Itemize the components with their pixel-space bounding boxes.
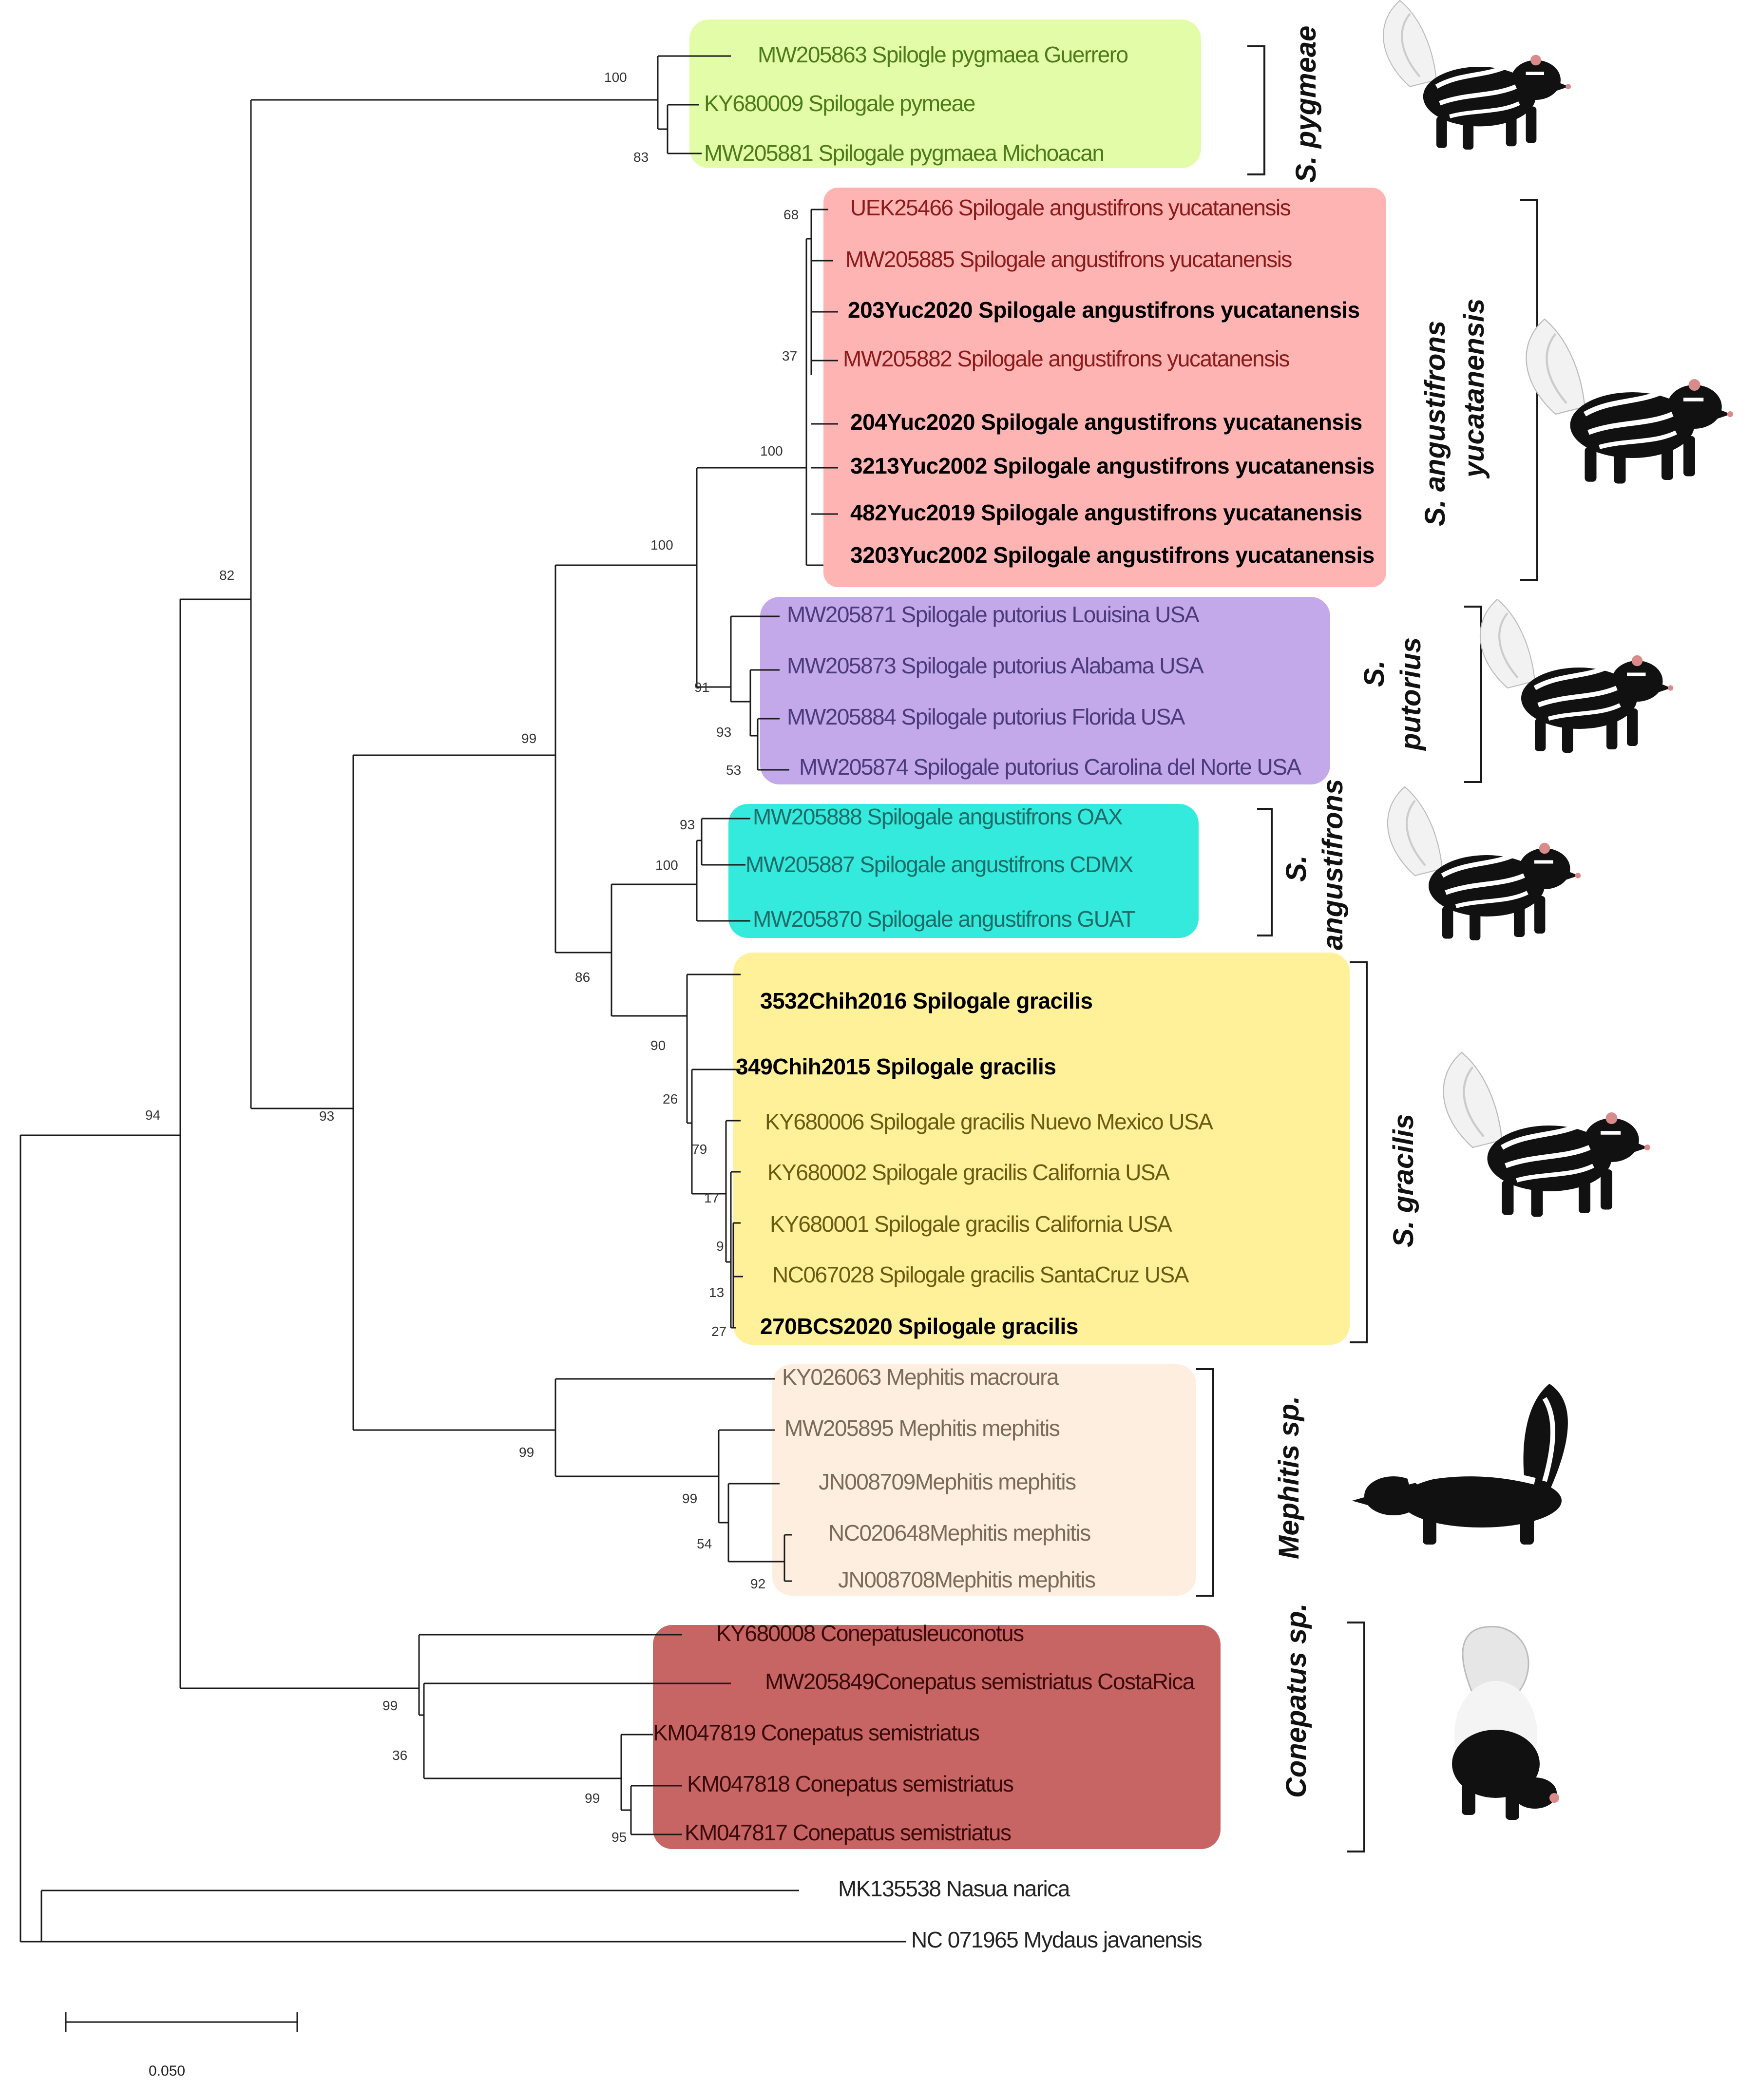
support-value: 100	[604, 70, 627, 85]
spotted-skunk-icon	[1443, 1052, 1650, 1217]
support-value: 92	[750, 1576, 765, 1591]
support-value: 99	[382, 1698, 398, 1713]
support-value: 13	[709, 1285, 724, 1300]
support-value: 99	[585, 1791, 600, 1806]
clade-label-yucatanensis-line2: yucatanensis	[1458, 298, 1490, 479]
support-value: 17	[704, 1190, 719, 1205]
spotted-skunk-icon	[1388, 787, 1581, 940]
leaf-label: 204Yuc2020 Spilogale angustifrons yucata…	[850, 409, 1362, 435]
leaf-label: MW205887 Spilogale angustifrons CDMX	[745, 852, 1133, 877]
leaf-labels: MW205863 Spilogle pygmaea Guerrero KY680…	[653, 42, 1375, 1952]
leaf-label: 482Yuc2019 Spilogale angustifrons yucata…	[850, 500, 1362, 525]
clade-label-putorius-line1: S.	[1358, 660, 1390, 687]
leaf-label: NC020648Mephitis mephitis	[828, 1520, 1090, 1546]
clade-box-pygmeae	[689, 19, 1201, 168]
leaf-label: KY680006 Spilogale gracilis Nuevo Mexico…	[765, 1109, 1213, 1134]
leaf-label: KY026063 Mephitis macroura	[782, 1364, 1059, 1390]
support-value: 100	[655, 858, 678, 873]
support-value: 68	[783, 207, 799, 222]
clade-box-angustifrons	[728, 804, 1199, 938]
support-value: 100	[760, 443, 783, 458]
support-value: 36	[392, 1748, 407, 1763]
support-value: 37	[782, 348, 797, 363]
leaf-label: MK135538 Nasua narica	[838, 1876, 1070, 1901]
clade-label-mephitis: Mephitis sp.	[1273, 1396, 1305, 1559]
leaf-label: MW205870 Spilogale angustifrons GUAT	[753, 906, 1135, 932]
support-value: 91	[694, 680, 709, 695]
clade-label-conepatus: Conepatus sp.	[1280, 1603, 1312, 1798]
leaf-label: MW205884 Spilogale putorius Florida USA	[787, 704, 1185, 729]
spotted-skunk-icon	[1480, 599, 1673, 753]
clade-label-pygmeae: S. pygmeae	[1290, 26, 1322, 183]
leaf-label: MW205895 Mephitis mephitis	[784, 1415, 1060, 1441]
hog-nosed-skunk-icon	[1452, 1626, 1559, 1820]
leaf-label: NC 071965 Mydaus javanensis	[911, 1927, 1202, 1952]
support-value: 99	[521, 731, 536, 746]
clade-box-conepatus	[653, 1625, 1221, 1849]
support-value: 83	[633, 150, 649, 165]
leaf-label: MW205871 Spilogale putorius Louisina USA	[787, 602, 1200, 627]
support-value: 9	[716, 1239, 724, 1254]
support-values: 100 83 68 37 100 100 91 93 53 93 100 86 …	[145, 70, 799, 1845]
support-value: 93	[319, 1108, 334, 1124]
clade-brackets	[1196, 45, 1538, 1852]
support-value: 100	[650, 537, 673, 553]
leaf-label: 349Chih2015 Spilogale gracilis	[736, 1054, 1056, 1079]
leaf-label: MW205885 Spilogale angustifrons yucatane…	[845, 247, 1292, 272]
clade-label-gracilis: S. gracilis	[1388, 1114, 1419, 1247]
leaf-label: KY680002 Spilogale gracilis California U…	[767, 1160, 1170, 1185]
clade-label-angustifrons-line2: angustifrons	[1317, 779, 1349, 950]
leaf-label: 270BCS2020 Spilogale gracilis	[760, 1314, 1078, 1339]
clade-label-yucatanensis-line1: S. angustifrons	[1419, 321, 1451, 526]
leaf-label: KM047819 Conepatus semistriatus	[653, 1720, 979, 1745]
support-value: 79	[692, 1142, 707, 1157]
spotted-skunk-icon	[1383, 0, 1571, 150]
leaf-label: MW205874 Spilogale putorius Carolina del…	[799, 754, 1301, 780]
support-value: 95	[611, 1830, 627, 1845]
leaf-label: MW205863 Spilogle pygmaea Guerrero	[758, 42, 1128, 67]
clade-label-angustifrons-line1: S.	[1280, 855, 1312, 882]
tree-branches	[19, 55, 906, 1943]
scale-bar: 0.050	[65, 2012, 298, 2079]
leaf-label: KY680009 Spilogale pymeae	[704, 91, 975, 116]
leaf-label: 3213Yuc2002 Spilogale angustifrons yucat…	[850, 453, 1375, 478]
leaf-label: MW205888 Spilogale angustifrons OAX	[753, 804, 1123, 829]
support-value: 90	[650, 1038, 666, 1053]
clade-box-yucatanensis	[823, 188, 1386, 587]
leaf-label: MW205882 Spilogale angustifrons yucatane…	[843, 346, 1289, 371]
clade-box-putorius	[760, 597, 1330, 784]
leaf-label: MW205881 Spilogale pygmaea Michoacan	[704, 140, 1104, 166]
leaf-label: 3203Yuc2002 Spilogale angustifrons yucat…	[850, 542, 1375, 568]
leaf-label: JN008708Mephitis mephitis	[838, 1567, 1095, 1592]
clade-box-gracilis	[733, 953, 1350, 1345]
support-value: 27	[711, 1324, 726, 1339]
support-value: 99	[682, 1491, 697, 1506]
leaf-label: KM047817 Conepatus semistriatus	[685, 1820, 1011, 1845]
support-value: 99	[519, 1445, 534, 1460]
leaf-label: KM047818 Conepatus semistriatus	[687, 1771, 1013, 1796]
leaf-label: MW205849Conepatus semistriatus CostaRica	[765, 1669, 1195, 1694]
leaf-label: KY680001 Spilogale gracilis California U…	[770, 1211, 1172, 1237]
support-value: 93	[680, 817, 695, 832]
leaf-label: KY680008 Conepatusleuconotus	[716, 1621, 1024, 1646]
support-value: 53	[726, 763, 741, 778]
clade-box-mephitis	[772, 1364, 1196, 1596]
striped-skunk-icon	[1352, 1384, 1568, 1545]
support-value: 94	[145, 1107, 160, 1123]
support-value: 54	[697, 1536, 712, 1551]
leaf-label: JN008709Mephitis mephitis	[819, 1469, 1076, 1494]
support-value: 86	[575, 970, 590, 985]
spotted-skunk-icon	[1526, 319, 1733, 484]
leaf-label: UEK25466 Spilogale angustifrons yucatane…	[850, 195, 1291, 220]
leaf-label: 203Yuc2020 Spilogale angustifrons yucata…	[848, 297, 1360, 323]
support-value: 26	[663, 1091, 678, 1107]
leaf-label: NC067028 Spilogale gracilis SantaCruz US…	[772, 1262, 1189, 1287]
leaf-label: 3532Chih2016 Spilogale gracilis	[760, 988, 1093, 1013]
leaf-label: MW205873 Spilogale putorius Alabama USA	[787, 653, 1204, 678]
support-value: 93	[716, 725, 731, 740]
clade-label-putorius-line2: putorius	[1395, 637, 1427, 751]
scale-bar-label: 0.050	[149, 2063, 185, 2079]
support-value: 82	[219, 568, 234, 583]
